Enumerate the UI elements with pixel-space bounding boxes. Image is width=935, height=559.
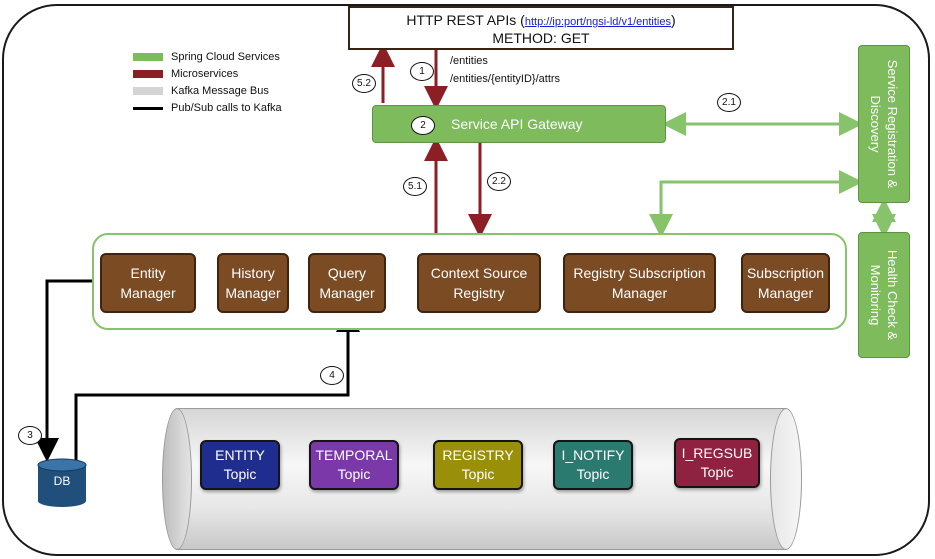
ms-line1: Subscription xyxy=(746,265,825,281)
http-rest-api-box: HTTP REST APIs (http://ip:port/ngsi-ld/v… xyxy=(348,6,734,50)
http-title: HTTP REST APIs xyxy=(406,12,517,28)
legend-swatch-green xyxy=(133,53,163,61)
ms-line1: History xyxy=(231,265,275,281)
legend-swatch-grey xyxy=(133,87,163,95)
topic-i-regsub: I_REGSUB Topic xyxy=(674,438,760,488)
ms-line2: Manager xyxy=(120,285,176,301)
topic-entity: ENTITY Topic xyxy=(200,440,280,490)
http-method: METHOD: GET xyxy=(492,30,590,46)
topic-suffix: Topic xyxy=(223,466,257,482)
topic-suffix: Topic xyxy=(700,464,734,480)
kafka-bus-left-end xyxy=(162,408,192,550)
ms-line1: Query xyxy=(327,265,367,281)
database-cylinder: DB xyxy=(36,457,88,509)
step-1: 1 xyxy=(410,62,434,81)
health-label: Health Check & Monitoring xyxy=(868,249,900,341)
step-2: 2 xyxy=(411,116,435,135)
ms-line2: Registry xyxy=(453,285,505,301)
topic-name: I_NOTIFY xyxy=(561,447,625,463)
registry-label: Service Registration & Discovery xyxy=(868,59,900,189)
step-5-1: 5.1 xyxy=(403,177,427,196)
legend-item-kafka: Kafka Message Bus xyxy=(133,84,269,98)
step-4: 4 xyxy=(320,366,344,385)
ms-line2: Manager xyxy=(319,285,375,301)
path-entity-attrs: /entities/{entityID}/attrs xyxy=(450,73,561,85)
ms-line2: Manager xyxy=(757,285,814,301)
ms-line1: Registry Subscription xyxy=(573,265,706,281)
gateway-label: Service API Gateway xyxy=(451,116,583,132)
kafka-bus-right-end xyxy=(770,408,802,550)
http-title-line: HTTP REST APIs (http://ip:port/ngsi-ld/v… xyxy=(406,12,676,28)
topic-registry: REGISTRY Topic xyxy=(433,440,523,490)
step-2-2: 2.2 xyxy=(487,172,511,191)
topic-suffix: Topic xyxy=(337,466,371,482)
topic-name: TEMPORAL xyxy=(315,447,393,463)
legend-label: Microservices xyxy=(171,68,239,80)
step-5-2: 5.2 xyxy=(352,74,376,93)
topic-name: REGISTRY xyxy=(442,447,514,463)
legend-item-microservices: Microservices xyxy=(133,67,238,81)
topic-name: I_REGSUB xyxy=(681,445,753,461)
topic-name: ENTITY xyxy=(215,447,265,463)
ms-line1: Entity xyxy=(130,265,166,281)
topic-suffix: Topic xyxy=(576,466,610,482)
http-url-link[interactable]: http://ip:port/ngsi-ld/v1/entities xyxy=(524,16,671,28)
topic-suffix: Topic xyxy=(461,466,495,482)
step-2-1: 2.1 xyxy=(717,93,741,112)
legend-label: Kafka Message Bus xyxy=(171,85,269,97)
legend-label: Spring Cloud Services xyxy=(171,51,280,63)
ms-line1: Context Source xyxy=(430,265,528,281)
db-label: DB xyxy=(53,474,71,488)
health-check-monitoring: Health Check & Monitoring xyxy=(858,232,910,358)
step-3: 3 xyxy=(18,426,42,445)
service-registration-discovery: Service Registration & Discovery xyxy=(858,45,910,203)
legend-swatch-red xyxy=(133,70,163,78)
database-icon xyxy=(37,458,87,507)
path-entities: /entities xyxy=(450,55,488,67)
legend-item-pubsub: Pub/Sub calls to Kafka xyxy=(133,101,282,115)
legend-item-spring: Spring Cloud Services xyxy=(133,50,280,64)
topic-temporal: TEMPORAL Topic xyxy=(309,440,399,490)
ms-line2: Manager xyxy=(225,285,281,301)
legend-swatch-black xyxy=(133,106,163,110)
legend-label: Pub/Sub calls to Kafka xyxy=(171,102,282,114)
ms-line2: Manager xyxy=(611,285,668,301)
topic-i-notify: I_NOTIFY Topic xyxy=(553,440,633,490)
